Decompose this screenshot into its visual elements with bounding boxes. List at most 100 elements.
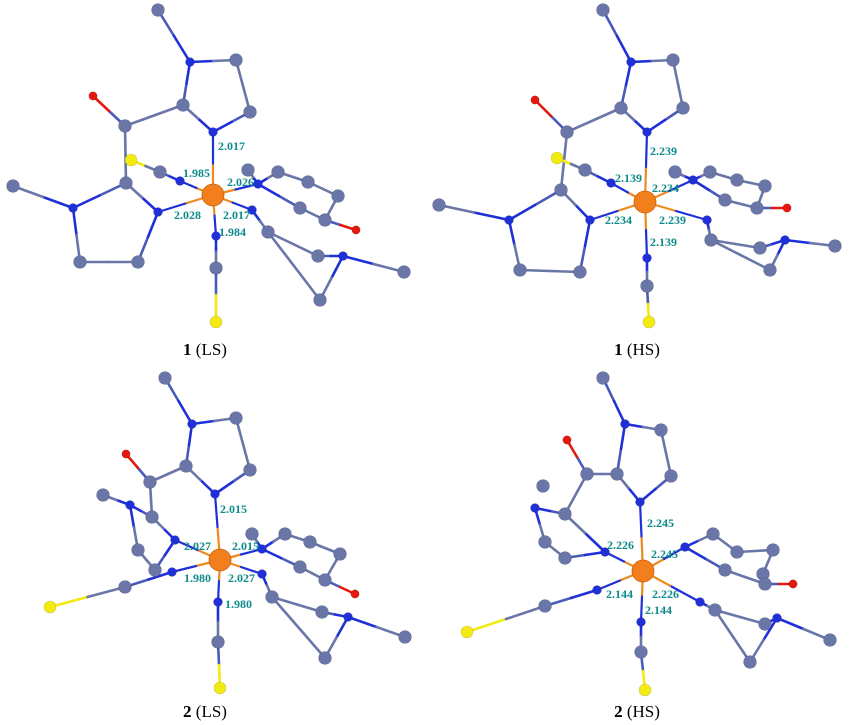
atom-c: [151, 3, 165, 17]
spin-state: (HS): [626, 702, 660, 721]
atom-c: [153, 165, 167, 179]
atom-c: [229, 53, 243, 67]
bond-label: 2.026: [227, 175, 254, 189]
atom-o: [88, 91, 98, 101]
bond: [172, 34, 192, 64]
atom-n: [185, 57, 195, 67]
atom-n: [338, 251, 348, 261]
bond-label: 2.139: [615, 171, 642, 185]
atom-c: [758, 577, 772, 591]
atom-c: [554, 183, 568, 197]
atom-c: [131, 255, 145, 269]
molecule-2-hs: 2.245 2.226 2.245 2.144 2.226 2.144: [460, 371, 837, 697]
bond: [504, 604, 547, 621]
bond: [71, 194, 101, 210]
atom-c: [318, 651, 332, 665]
atom-c: [398, 630, 412, 644]
atom-c: [243, 105, 257, 119]
atom-c: [293, 560, 307, 574]
atom-c: [229, 411, 243, 425]
atom-c: [131, 543, 145, 557]
atom-c: [763, 263, 777, 277]
bond: [472, 211, 511, 222]
bond-labels: 2.017 1.985 2.026 2.028 2.017 1.984: [174, 139, 254, 239]
atom-c: [634, 645, 648, 659]
bond: [48, 595, 89, 609]
atom-n: [257, 544, 267, 554]
atom-c: [708, 603, 722, 617]
bond: [297, 626, 327, 660]
compound-number: 2: [183, 702, 192, 721]
atom-n: [170, 535, 180, 545]
atom-o: [562, 435, 572, 445]
atom-n: [247, 205, 257, 215]
atom-c: [209, 261, 223, 275]
atom-c: [538, 535, 552, 549]
atom-n: [210, 489, 220, 499]
atom-c: [265, 590, 279, 604]
atom-n: [636, 617, 646, 627]
atom-fe: [631, 559, 655, 583]
atom-c: [96, 488, 110, 502]
panel-1-hs: 2.239 2.139 2.234 2.234 2.239 2.139 1 (H…: [425, 0, 850, 362]
bond-label: 1.984: [219, 225, 246, 239]
atom-n: [187, 419, 197, 429]
atom-c: [301, 175, 315, 189]
atom-c: [432, 198, 446, 212]
atom-c: [654, 423, 668, 437]
atom-c: [596, 371, 610, 385]
atom-c: [315, 605, 329, 619]
bond: [670, 585, 702, 604]
atom-c: [668, 165, 682, 179]
atom-c: [743, 655, 757, 669]
atom-n: [620, 419, 630, 429]
bond: [644, 228, 649, 260]
atom-c: [278, 527, 292, 541]
bond: [71, 206, 78, 237]
bond-label: 2.245: [647, 516, 674, 530]
bond: [674, 209, 709, 222]
atom-s: [460, 625, 474, 639]
atom-c: [718, 193, 732, 207]
spin-state: (LS): [195, 702, 227, 721]
bond-label: 2.027: [184, 539, 211, 553]
atom-c: [311, 249, 325, 263]
atom-o: [351, 225, 361, 235]
atom-c: [243, 463, 257, 477]
bond: [465, 617, 508, 634]
atom-n: [257, 569, 267, 579]
atom-n: [600, 547, 610, 557]
atom-c: [676, 101, 690, 115]
atom-c: [318, 573, 332, 587]
compound-number: 1: [183, 340, 192, 359]
bond-label: 1.980: [225, 597, 252, 611]
compound-number: 2: [614, 702, 623, 721]
bond-label: 2.234: [605, 213, 632, 227]
atom-n: [530, 503, 540, 513]
atom-c: [271, 165, 285, 179]
atom-c: [766, 543, 780, 557]
atom-c: [293, 201, 307, 215]
atom-c: [730, 545, 744, 559]
atom-c: [73, 255, 87, 269]
spin-state: (HS): [626, 340, 660, 359]
atom-c: [245, 527, 259, 541]
atom-s: [124, 153, 138, 167]
atom-c: [664, 469, 678, 483]
atom-n: [772, 613, 782, 623]
atom-o: [121, 449, 131, 459]
atom-c: [666, 53, 680, 67]
bond: [583, 531, 607, 554]
atom-c: [303, 535, 317, 549]
bond-label: 2.234: [652, 181, 679, 195]
atom-s: [550, 151, 564, 165]
panel-1-ls: 2.017 1.985 2.026 2.028 2.017 1.984 1 (L…: [0, 0, 425, 362]
atom-n: [153, 207, 163, 217]
bond: [41, 195, 75, 210]
atom-c: [596, 3, 610, 17]
bond-labels: 2.245 2.226 2.245 2.144 2.226 2.144: [606, 516, 679, 617]
bond: [266, 230, 296, 268]
atom-n: [606, 178, 616, 188]
atom-c: [558, 507, 572, 521]
